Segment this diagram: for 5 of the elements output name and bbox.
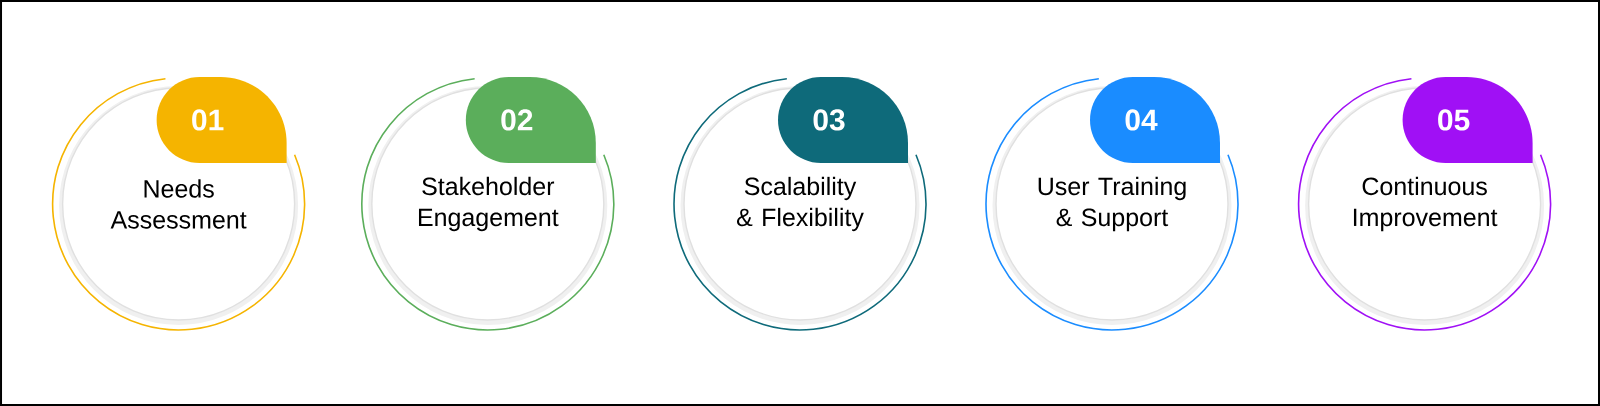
number-badge: 05 (1402, 77, 1533, 163)
number-badge: 02 (465, 77, 596, 163)
number-badge: 01 (156, 77, 287, 163)
number-badge: 03 (778, 77, 908, 163)
number-badge: 04 (1090, 77, 1220, 163)
